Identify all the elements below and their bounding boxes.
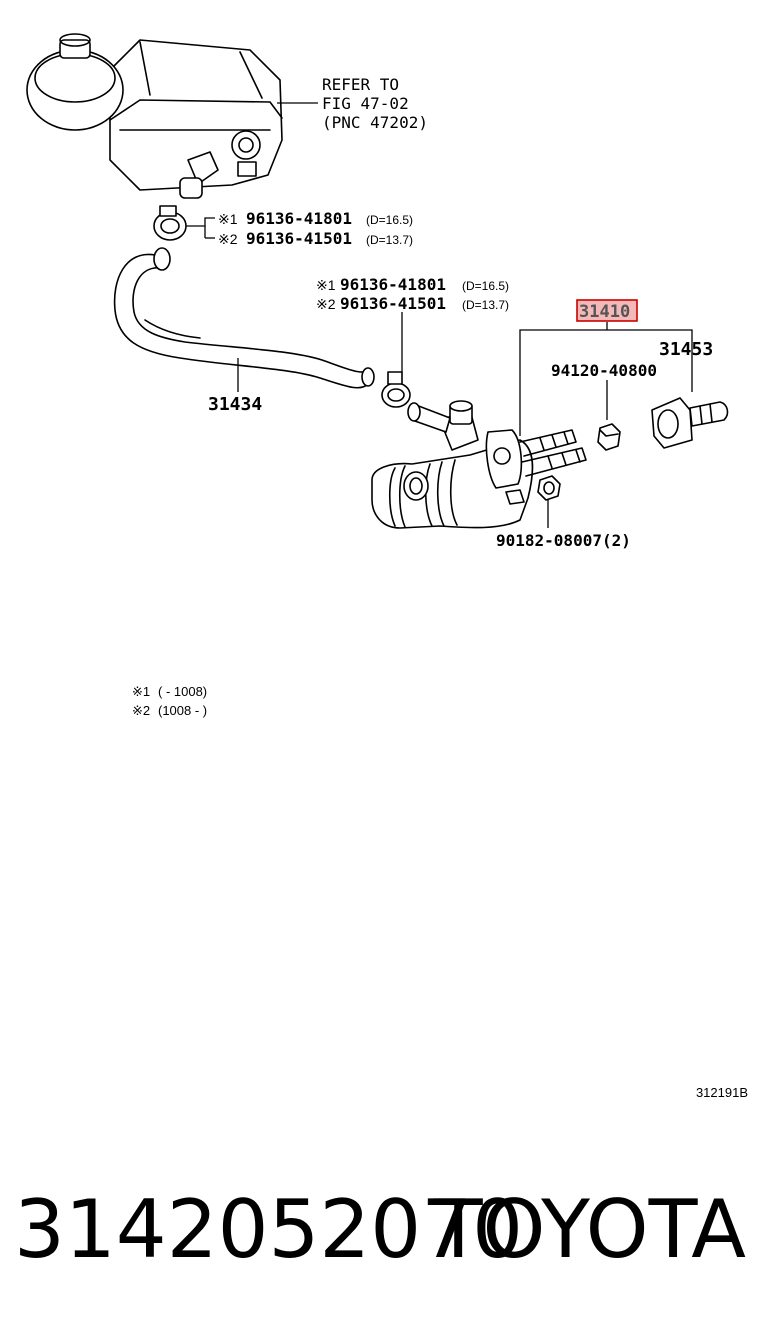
legend-mark-1: ※1 bbox=[132, 684, 150, 699]
clamp-mid-pn-2: 96136-41501 bbox=[340, 294, 446, 313]
footer-part-number: 3142052070 bbox=[14, 1183, 523, 1276]
footer-brand: TOYOTA bbox=[433, 1183, 746, 1276]
clamp-mid-d-1: (D=16.5) bbox=[462, 279, 509, 293]
clamp-mid-mark-2: ※2 bbox=[316, 296, 336, 312]
clamp-top-d-1: (D=16.5) bbox=[366, 213, 413, 227]
clamp-top-leader-1 bbox=[186, 217, 215, 227]
assembly-bracket bbox=[519, 329, 693, 436]
nut bbox=[597, 423, 621, 451]
highlight-box bbox=[576, 299, 638, 322]
clamp-mid-mark-1: ※1 bbox=[316, 277, 336, 293]
clamp-mid-d-2: (D=13.7) bbox=[462, 298, 509, 312]
footer: 3142052070 TOYOTA bbox=[0, 1180, 760, 1290]
clamp-mid bbox=[381, 371, 411, 408]
nut-part-number: 94120-40800 bbox=[551, 361, 657, 380]
fitting bbox=[651, 397, 729, 449]
refer-line-3: (PNC 47202) bbox=[322, 113, 428, 132]
legend-mark-2: ※2 bbox=[132, 703, 150, 718]
figure-code: 312191B bbox=[696, 1085, 748, 1100]
clamp-top-mark-1: ※1 bbox=[218, 211, 238, 227]
fitting-part-number: 31453 bbox=[659, 339, 713, 360]
reservoir-tank bbox=[26, 33, 283, 199]
bolt-part-number: 90182-08007(2) bbox=[496, 531, 631, 550]
refer-line-1: REFER TO bbox=[322, 75, 399, 94]
clamp-top-pn-2: 96136-41501 bbox=[246, 229, 352, 248]
clamp-top-pn-1: 96136-41801 bbox=[246, 209, 352, 228]
clamp-top bbox=[153, 205, 187, 241]
clamp-top-mark-2: ※2 bbox=[218, 231, 238, 247]
clamp-mid-pn-1: 96136-41801 bbox=[340, 275, 446, 294]
hose-part-number: 31434 bbox=[208, 394, 262, 415]
master-cylinder bbox=[371, 400, 587, 529]
legend-range-1: ( - 1008) bbox=[158, 684, 207, 699]
legend-range-2: (1008 - ) bbox=[158, 703, 207, 718]
clamp-top-d-2: (D=13.7) bbox=[366, 233, 413, 247]
hose bbox=[113, 247, 375, 389]
refer-line-2: FIG 47-02 bbox=[322, 94, 409, 113]
bolt bbox=[537, 475, 561, 501]
assembly-part-number: 31410 bbox=[579, 302, 630, 322]
